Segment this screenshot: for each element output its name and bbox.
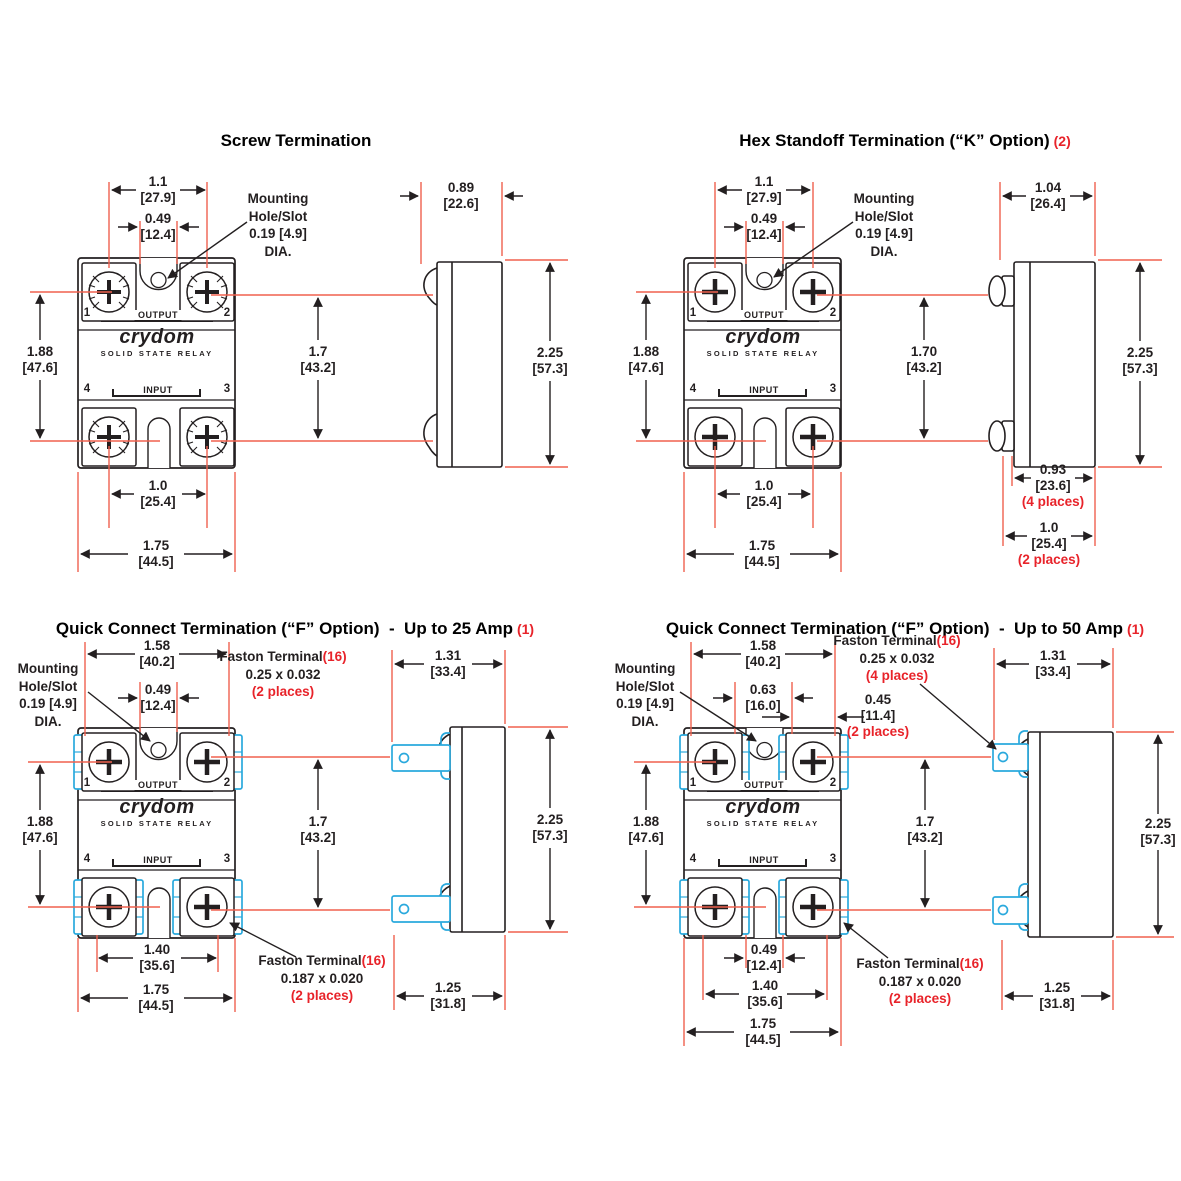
faston-tab-bottom xyxy=(992,883,1029,931)
dim-overall-width: 1.75[44.5] xyxy=(138,538,174,569)
dim-standoff-depth: 0.93[23.6](4 places) xyxy=(1021,462,1085,509)
faston-tab-bottom xyxy=(391,883,451,931)
dim-tab-width: 0.63[16.0] xyxy=(745,682,781,713)
dim-height: 1.88[47.6] xyxy=(22,344,58,375)
title-hex: Hex Standoff Termination (“K” Option)(2) xyxy=(739,131,1071,150)
screw-side-view xyxy=(423,261,503,468)
brand-logo: crydom xyxy=(725,326,801,348)
dimension-arrows xyxy=(35,185,1163,1037)
brand-logo: crydom xyxy=(725,796,801,818)
hex-front-view xyxy=(683,257,841,469)
pin-2: 2 xyxy=(223,307,231,319)
pin-4: 4 xyxy=(689,383,697,395)
dim-overall-height: 2.25[57.3] xyxy=(1140,816,1176,847)
footnote-2: (2) xyxy=(1053,133,1071,149)
dim-overall-height: 2.25[57.3] xyxy=(1122,345,1158,376)
dim-base-depth: 1.25[31.8] xyxy=(430,980,466,1011)
pin-4: 4 xyxy=(689,853,697,865)
screw-front-view xyxy=(77,257,236,469)
input-label: INPUT xyxy=(746,385,782,395)
input-label: INPUT xyxy=(140,855,176,865)
dim-bottom-spacing: 1.40[35.6] xyxy=(139,942,175,973)
footnote-1: (1) xyxy=(516,621,535,637)
dim-tab-width: 0.49[12.4] xyxy=(746,211,782,242)
dim-terminal-pitch: 1.7[43.2] xyxy=(300,344,336,375)
dim-overall-height: 2.25[57.3] xyxy=(532,812,568,843)
output-label: OUTPUT xyxy=(135,310,181,320)
dim-depth: 0.89[22.6] xyxy=(443,180,479,211)
dim-overall-height: 2.25[57.3] xyxy=(532,345,568,376)
dim-height: 1.88[47.6] xyxy=(628,344,664,375)
pin-1: 1 xyxy=(689,307,697,319)
dim-depth: 1.31[33.4] xyxy=(430,648,466,679)
pin-3: 3 xyxy=(223,853,231,865)
pin-2: 2 xyxy=(829,777,837,789)
dim-terminal-pitch: 1.7[43.2] xyxy=(907,814,943,845)
dim-depth: 1.04[26.4] xyxy=(1030,180,1066,211)
output-label: OUTPUT xyxy=(741,780,787,790)
dim-terminal-pitch: 1.7[43.2] xyxy=(300,814,336,845)
dim-overall-width: 1.75[44.5] xyxy=(744,538,780,569)
pin-2: 2 xyxy=(829,307,837,319)
dimension-reference-lines xyxy=(28,182,1174,1046)
brand-tagline: SOLID STATE RELAY xyxy=(706,819,820,828)
dim-overall-width: 1.75[44.5] xyxy=(745,1016,781,1047)
hex-side-view xyxy=(988,261,1096,468)
dim-clip-spacing: 1.58[40.2] xyxy=(745,638,781,669)
brand-logo: crydom xyxy=(119,796,195,818)
brand-tagline: SOLID STATE RELAY xyxy=(706,349,820,358)
faston-tab-top xyxy=(391,732,451,780)
faston-terminal-note-top: Faston Terminal(16)0.25 x 0.032(4 places… xyxy=(833,633,961,683)
dim-bottom-spacing: 1.0[25.4] xyxy=(746,478,782,509)
pin-4: 4 xyxy=(83,853,91,865)
output-label: OUTPUT xyxy=(135,780,181,790)
dim-clip-offset: 0.45[11.4](2 places) xyxy=(846,692,910,739)
dim-height: 1.88[47.6] xyxy=(22,814,58,845)
dim-tab-width: 0.49[12.4] xyxy=(140,682,176,713)
brand-tagline: SOLID STATE RELAY xyxy=(100,819,214,828)
title-screw: Screw Termination xyxy=(220,131,372,150)
dim-base-depth: 1.25[31.8] xyxy=(1039,980,1075,1011)
pin-3: 3 xyxy=(829,383,837,395)
pin-4: 4 xyxy=(83,383,91,395)
dim-clip-spacing: 1.58[40.2] xyxy=(139,638,175,669)
pin-3: 3 xyxy=(223,383,231,395)
pin-1: 1 xyxy=(83,777,91,789)
input-label: INPUT xyxy=(140,385,176,395)
title-qc25: Quick Connect Termination (“F” Option) -… xyxy=(55,619,535,638)
input-label: INPUT xyxy=(746,855,782,865)
faston-terminal-note-top: Faston Terminal(16)0.25 x 0.032(2 places… xyxy=(219,649,347,699)
qc50-side-view xyxy=(992,730,1114,938)
dim-screw-spacing: 1.1[27.9] xyxy=(140,174,176,205)
pin-2: 2 xyxy=(223,777,231,789)
dim-bottom-spacing: 1.40[35.6] xyxy=(747,978,783,1009)
brand-logo: crydom xyxy=(119,326,195,348)
dim-tab-width: 0.49[12.4] xyxy=(140,211,176,242)
dim-standoff-pitch: 1.0[25.4](2 places) xyxy=(1017,520,1081,567)
footnote-1: (1) xyxy=(1126,621,1145,637)
brand-tagline: SOLID STATE RELAY xyxy=(100,349,214,358)
pin-1: 1 xyxy=(689,777,697,789)
dim-screw-spacing: 1.1[27.9] xyxy=(746,174,782,205)
faston-tab-top xyxy=(992,730,1029,778)
faston-terminal-note-bottom: Faston Terminal(16)0.187 x 0.020(2 place… xyxy=(258,953,386,1003)
dim-overall-width: 1.75[44.5] xyxy=(138,982,174,1013)
dim-notch-width: 0.49[12.4] xyxy=(746,942,782,973)
pin-1: 1 xyxy=(83,307,91,319)
pin-3: 3 xyxy=(829,853,837,865)
qc25-side-view xyxy=(391,726,506,933)
output-label: OUTPUT xyxy=(741,310,787,320)
dim-depth: 1.31[33.4] xyxy=(1035,648,1071,679)
dim-height: 1.88[47.6] xyxy=(628,814,664,845)
faston-terminal-note-bottom: Faston Terminal(16)0.187 x 0.020(2 place… xyxy=(856,956,984,1006)
dim-bottom-spacing: 1.0[25.4] xyxy=(140,478,176,509)
dim-terminal-pitch: 1.70[43.2] xyxy=(906,344,942,375)
title-qc50: Quick Connect Termination (“F” Option) -… xyxy=(665,619,1145,638)
